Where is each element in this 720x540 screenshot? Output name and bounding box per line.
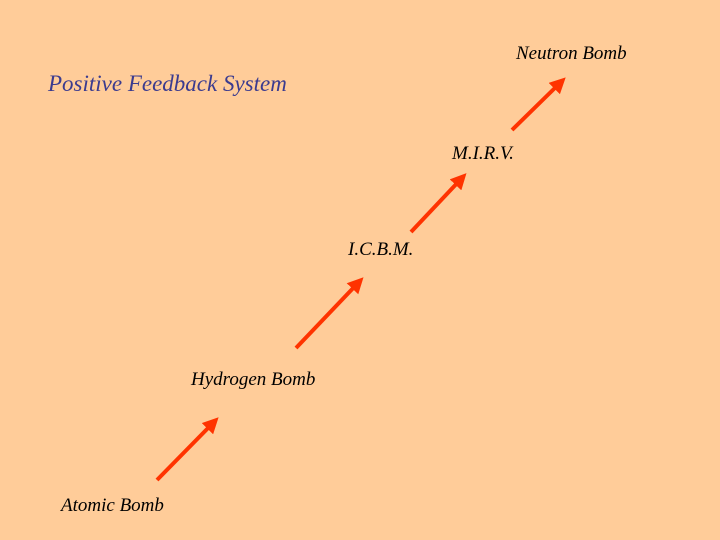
stage-label-icbm: I.C.B.M. [348, 239, 414, 260]
stage-label-mirv: M.I.R.V. [452, 143, 514, 164]
stage-label-neutron-bomb: Neutron Bomb [516, 43, 627, 64]
diagram-title: Positive Feedback System [48, 71, 287, 96]
arrow-atomic-to-hydrogen [155, 417, 219, 482]
arrow-icbm-to-mirv [409, 173, 467, 234]
stage-label-hydrogen-bomb: Hydrogen Bomb [191, 369, 316, 390]
stage-label-atomic-bomb: Atomic Bomb [61, 495, 164, 516]
arrow-hydrogen-to-icbm [294, 277, 364, 350]
arrow-mirv-to-neutron [510, 77, 566, 132]
